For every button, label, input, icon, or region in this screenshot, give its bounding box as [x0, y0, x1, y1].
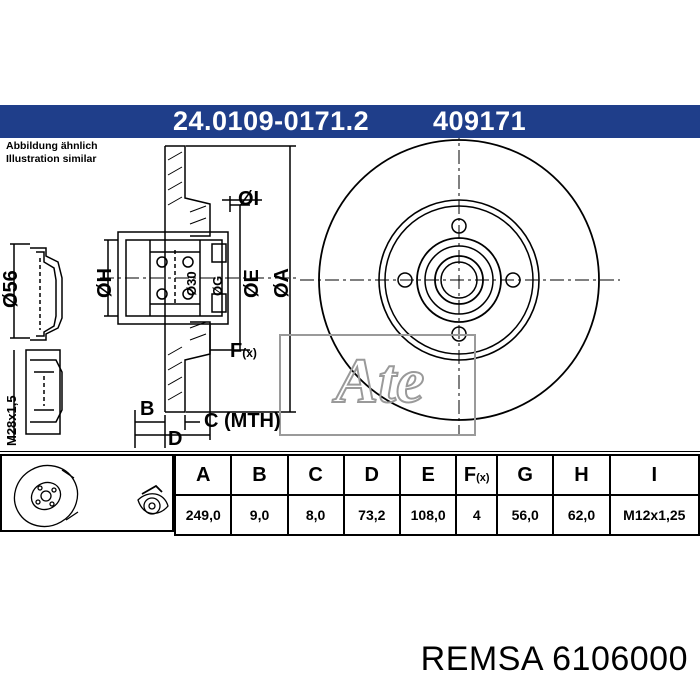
col-f: F(x) — [455, 454, 499, 496]
footer-caption: REMSA 6106000 — [420, 640, 688, 678]
note-english: Illustration similar — [6, 153, 97, 165]
value-d: 73,2 — [342, 494, 401, 536]
col-a: A — [173, 454, 233, 496]
label-f: F(x) — [230, 340, 257, 362]
axle-nut-profile — [13, 349, 63, 440]
col-i: I — [608, 454, 700, 496]
label-thread: M28x1,5 — [4, 395, 19, 446]
value-c: 8,0 — [286, 494, 345, 536]
label-a: ØA — [271, 268, 293, 298]
label-c: C (MTH) — [204, 410, 281, 432]
disc-thumbnail — [13, 464, 169, 528]
dust-cap-profile — [10, 243, 63, 341]
col-c: C — [286, 454, 345, 496]
spec-table-header: A B C D E F(x) G H I — [173, 454, 700, 496]
label-g: ØG — [210, 275, 225, 296]
value-e: 108,0 — [398, 494, 458, 536]
disc-thumbnail-cell — [0, 454, 174, 532]
reference-number: 409171 — [433, 106, 527, 136]
spec-table: A B C D E F(x) G H I 249,0 9,0 8,0 73,2 … — [173, 454, 700, 536]
value-f: 4 — [455, 494, 499, 536]
header-banner: 24.0109-0171.2 409171 — [0, 105, 700, 138]
label-d: D — [168, 428, 183, 450]
value-g: 56,0 — [496, 494, 555, 536]
label-i: ØI — [238, 188, 260, 210]
label-g30: Ø30 — [184, 271, 199, 296]
label-e: ØE — [241, 269, 263, 298]
value-h: 62,0 — [552, 494, 611, 536]
part-number: 24.0109-0171.2 — [173, 106, 370, 136]
top-margin — [0, 0, 700, 105]
col-e: E — [398, 454, 458, 496]
brand-watermark: Ate — [332, 345, 425, 416]
col-d: D — [342, 454, 401, 496]
col-b: B — [230, 454, 289, 496]
label-dim-56: Ø56 — [0, 270, 22, 308]
note-german: Abbildung ähnlich — [6, 140, 98, 152]
label-b: B — [140, 398, 155, 420]
disc-front-view — [300, 138, 620, 435]
label-h: ØH — [94, 268, 116, 298]
col-h: H — [552, 454, 611, 496]
value-b: 9,0 — [230, 494, 289, 536]
value-a: 249,0 — [173, 494, 233, 536]
value-i: M12x1,25 — [608, 494, 700, 536]
col-g: G — [496, 454, 555, 496]
disc-section — [100, 145, 300, 448]
watermark-frame — [279, 334, 476, 436]
technical-drawing: Ate — [0, 138, 700, 452]
spec-table-values: 249,0 9,0 8,0 73,2 108,0 4 56,0 62,0 M12… — [173, 494, 700, 536]
